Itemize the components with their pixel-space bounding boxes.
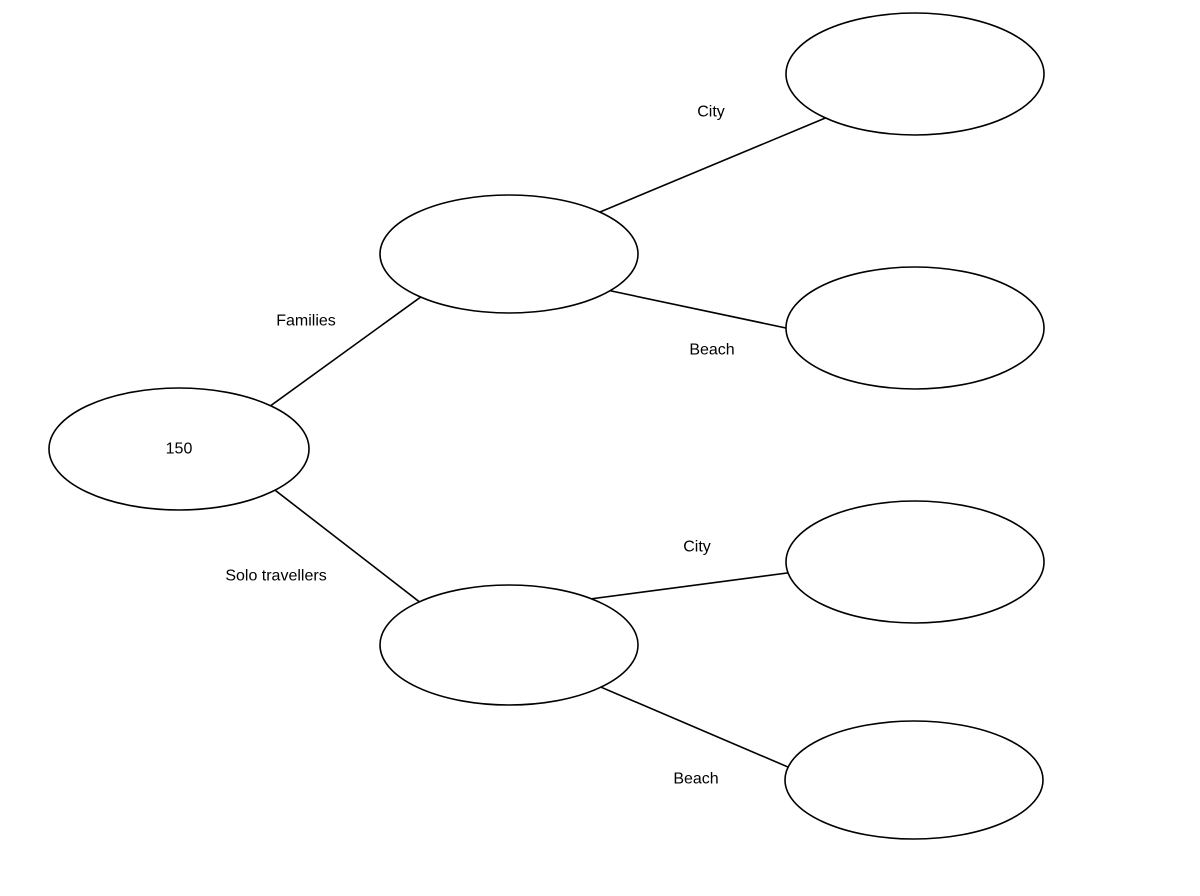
branch-line-solo-to-solo-beach bbox=[580, 677, 818, 781]
node-label-root: 150 bbox=[166, 441, 193, 458]
branch-label-solo-beach: Beach bbox=[673, 771, 718, 788]
node-ellipse-families-city bbox=[785, 12, 1045, 136]
branch-line-families-to-families-beach bbox=[592, 286, 810, 334]
branch-label-solo: Solo travellers bbox=[225, 568, 326, 585]
node-ellipse-families bbox=[379, 194, 639, 314]
branch-label-families-city: City bbox=[697, 104, 725, 121]
branch-line-root-to-families bbox=[253, 284, 438, 419]
node-ellipse-solo-beach bbox=[784, 720, 1044, 840]
branch-label-families: Families bbox=[276, 313, 336, 330]
branch-line-root-to-solo bbox=[260, 478, 437, 616]
node-ellipse-solo bbox=[379, 584, 639, 706]
node-ellipse-root bbox=[48, 387, 310, 511]
branch-line-families-to-families-city bbox=[577, 109, 846, 222]
node-ellipse-solo-city bbox=[785, 500, 1045, 624]
node-ellipse-families-beach bbox=[785, 266, 1045, 390]
branch-line-solo-to-solo-city bbox=[566, 569, 811, 603]
branch-label-solo-city: City bbox=[683, 539, 711, 556]
branch-label-families-beach: Beach bbox=[689, 342, 734, 359]
